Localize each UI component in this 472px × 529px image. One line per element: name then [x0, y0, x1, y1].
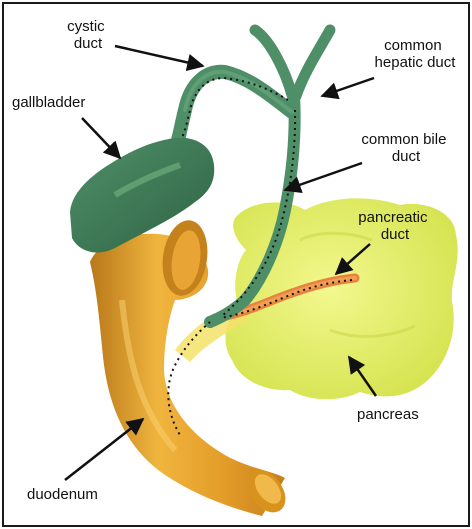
label-duodenum: duodenum: [27, 486, 98, 503]
pancreas-organ: [225, 198, 457, 399]
label-pancreas: pancreas: [357, 406, 419, 423]
label-gallbladder: gallbladder: [12, 94, 85, 111]
label-common-hepatic-duct: common hepatic duct: [375, 37, 457, 71]
